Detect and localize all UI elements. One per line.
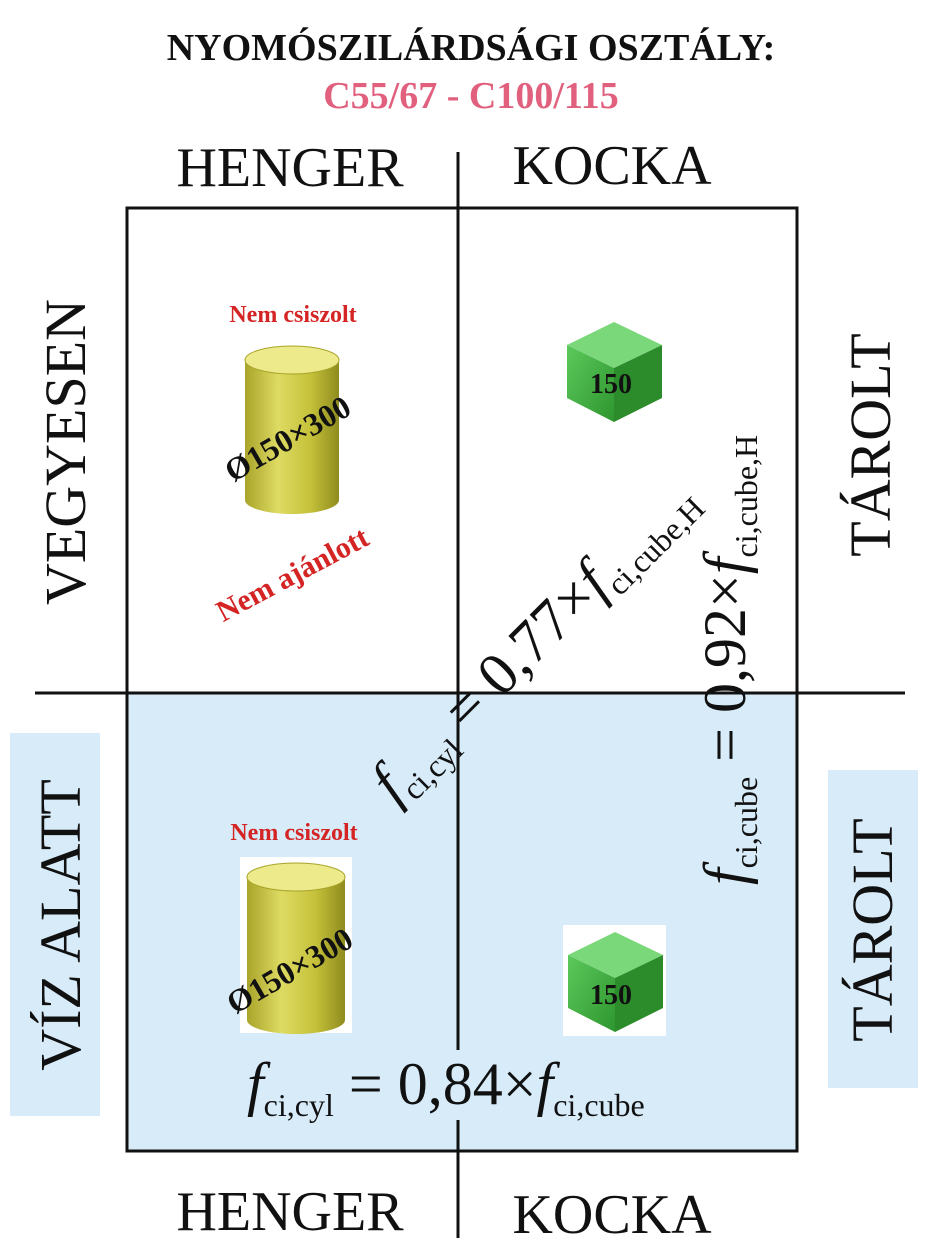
column-header-cylinder-top: HENGER — [176, 137, 404, 199]
row-label-mixed-storage: VEGYESEN — [33, 299, 98, 605]
not-ground-note-top: Nem csiszolt — [229, 302, 356, 328]
cube-size-label-top: 150 — [590, 369, 632, 400]
vertical-rhs-subscript: ci,cube,H — [728, 435, 764, 558]
cylinder-specimen-bottom — [246, 862, 346, 1034]
matrix-frame — [125, 206, 799, 1153]
vertical-lhs-subscript: ci,cube — [728, 777, 764, 869]
stored-row-label-bg — [828, 770, 918, 1088]
column-header-cylinder-bottom: HENGER — [176, 1181, 404, 1243]
cube-specimen-top — [567, 322, 662, 422]
vertical-formula: fci,cube = 0,92×fci,cube,H — [692, 435, 764, 885]
row-label-stored-bottom: TÁROLT — [840, 818, 905, 1041]
row-label-underwater: VÍZ ALATT — [28, 779, 93, 1071]
svg-text:fci,cube = 0,92×fci,cube,H: fci,cube = 0,92×fci,cube,H — [692, 435, 764, 885]
diagram-title: NYOMÓSZILÁRDSÁGI OSZTÁLY: — [167, 27, 776, 69]
bottom-formula: fci,cyl = 0,84×fci,cube — [247, 1051, 645, 1123]
not-ground-note-bottom: Nem csiszolt — [230, 820, 357, 846]
cylinder-specimen-top — [244, 345, 340, 514]
strength-class-range: C55/67 - C100/115 — [323, 75, 619, 117]
bottom-equality: = 0,84× — [334, 1051, 537, 1117]
bottom-rhs-subscript: ci,cube — [553, 1087, 645, 1123]
not-recommended-warning: Nem ajánlott — [211, 521, 374, 629]
row-label-stored-top: TÁROLT — [838, 333, 903, 556]
column-header-cube-top: KOCKA — [512, 135, 712, 197]
vertical-equality: = 0,92× — [692, 574, 758, 777]
bottom-formula-bg — [236, 1050, 696, 1120]
cube-specimen-bottom — [568, 932, 663, 1032]
underwater-row-label-bg — [10, 733, 100, 1116]
column-header-cube-bottom: KOCKA — [512, 1184, 712, 1246]
cube-size-label-bottom: 150 — [590, 980, 632, 1011]
bottom-lhs-subscript: ci,cyl — [264, 1087, 334, 1123]
